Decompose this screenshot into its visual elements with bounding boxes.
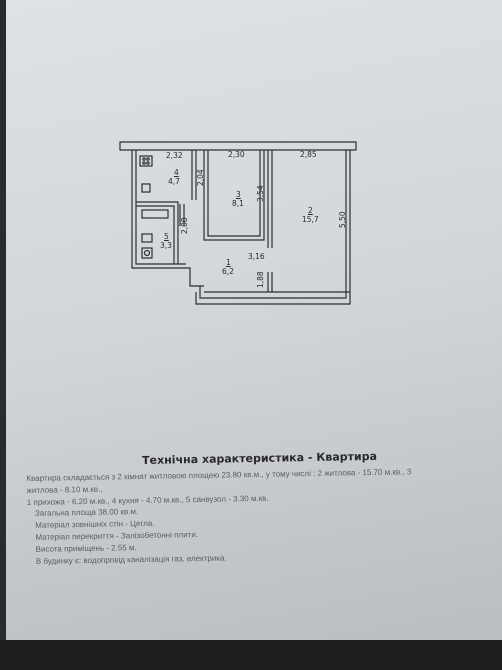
room-2-area: 15,7 xyxy=(302,215,319,224)
dim-wall-204: 2,04 xyxy=(196,169,205,186)
room-3-number: 3 xyxy=(236,190,241,199)
room-5-number: 5 xyxy=(164,232,169,241)
technical-spec: Технічна характеристика - Квартира Кварт… xyxy=(26,448,490,567)
dim-wall-550: 5,50 xyxy=(338,211,347,228)
room-1-area: 6,2 xyxy=(222,267,234,276)
room-4-number: 4 xyxy=(174,168,179,177)
dim-top-right: 2,85 xyxy=(300,150,317,159)
room-1-number: 1 xyxy=(226,258,231,267)
floor-plan: 2,32 2,30 2,85 2,04 3,54 5,50 2,08 3,16 … xyxy=(118,136,368,306)
room-2-number: 2 xyxy=(308,206,313,215)
room-3-area: 8,1 xyxy=(232,199,244,208)
dim-wall-188: 1,88 xyxy=(256,271,265,288)
dim-wall-316: 3,16 xyxy=(248,252,265,261)
dim-wall-208: 2,08 xyxy=(180,217,189,234)
room-4-area: 4,7 xyxy=(168,177,180,186)
room-5-area: 3,3 xyxy=(160,241,172,250)
dim-top-mid: 2,30 xyxy=(228,150,245,159)
dim-top-left: 2,32 xyxy=(166,151,183,160)
dim-wall-354: 3,54 xyxy=(256,185,265,202)
table-surface xyxy=(0,640,502,670)
floor-plan-drawing xyxy=(119,141,357,305)
